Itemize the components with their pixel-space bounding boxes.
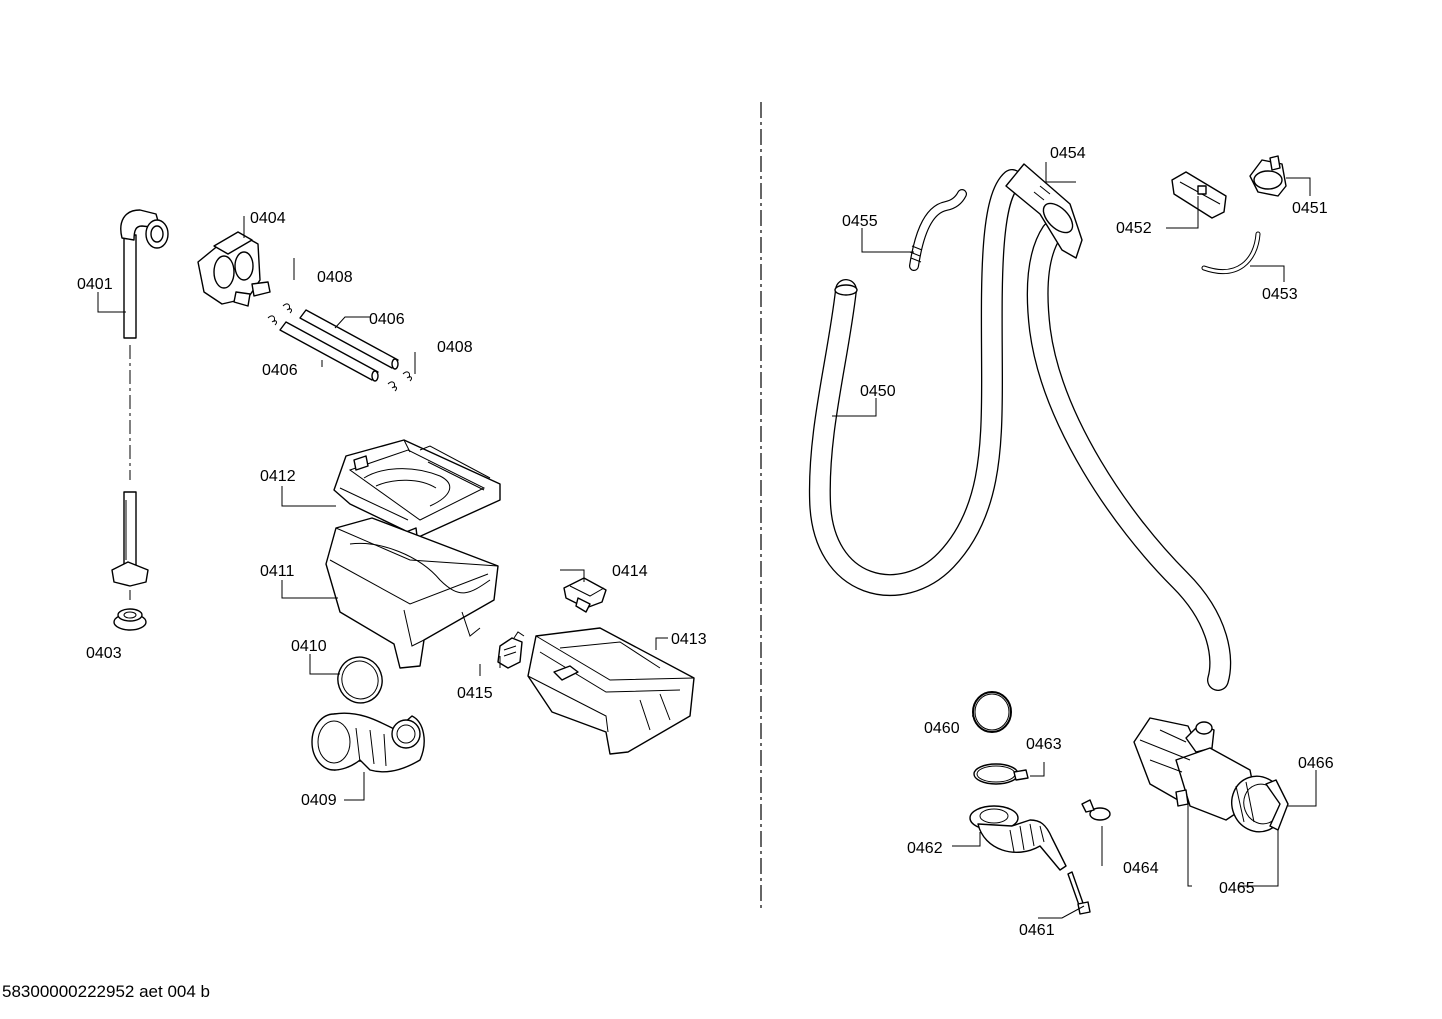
label-0463: 0463: [1026, 736, 1062, 753]
label-0462: 0462: [907, 840, 943, 857]
part-0454-hose[interactable]: [1005, 163, 1232, 691]
part-0411-dispenser-housing[interactable]: [325, 517, 499, 669]
label-0404: 0404: [250, 210, 286, 227]
label-0406-lower: 0406: [262, 362, 298, 379]
part-0403-filter[interactable]: [113, 608, 147, 631]
label-0455: 0455: [842, 213, 878, 230]
label-0465: 0465: [1219, 880, 1255, 897]
label-0408-upper: 0408: [317, 269, 353, 286]
label-0452: 0452: [1116, 220, 1152, 237]
part-0408-clamps-lower[interactable]: [387, 371, 412, 392]
part-0462-sump-hose[interactable]: [969, 805, 1067, 871]
part-0406-hose-upper[interactable]: [299, 309, 399, 370]
label-0411: 0411: [260, 563, 295, 580]
label-0412: 0412: [260, 468, 296, 485]
label-0409: 0409: [301, 792, 337, 809]
part-0466-pump-filter[interactable]: [1224, 769, 1292, 839]
label-0401: 0401: [77, 276, 113, 293]
part-0401-inlet-pipe[interactable]: [111, 209, 169, 587]
leader-lines: [97, 162, 1317, 919]
part-0453-tube[interactable]: [1201, 231, 1261, 275]
part-0452-bracket[interactable]: [1171, 171, 1227, 219]
label-0464: 0464: [1123, 860, 1159, 877]
part-0408-clamps-upper[interactable]: [267, 303, 292, 326]
label-0408-lower: 0408: [437, 339, 473, 356]
label-0454: 0454: [1050, 145, 1086, 162]
label-0466: 0466: [1298, 755, 1334, 772]
label-0413: 0413: [671, 631, 707, 648]
part-0410-seal-ring[interactable]: [331, 651, 388, 709]
part-0460-o-ring[interactable]: [972, 691, 1012, 733]
part-0455-hose[interactable]: [909, 189, 967, 271]
label-0451: 0451: [1292, 200, 1328, 217]
label-0460: 0460: [924, 720, 960, 737]
part-0404-inlet-valve[interactable]: [197, 231, 271, 307]
part-0409-bellows[interactable]: [311, 712, 425, 773]
part-0414-clip[interactable]: [563, 577, 607, 613]
part-0464-clip[interactable]: [1081, 799, 1111, 821]
part-0451-pressure-switch[interactable]: [1249, 155, 1287, 197]
part-0450-drain-hose[interactable]: [808, 169, 1023, 596]
part-0463-hose-clamp[interactable]: [973, 763, 1029, 785]
label-0453: 0453: [1262, 286, 1298, 303]
label-0414: 0414: [612, 563, 648, 580]
part-0413-detergent-drawer[interactable]: [527, 627, 695, 755]
document-code: 58300000222952 aet 004 b: [2, 982, 210, 1001]
label-0403: 0403: [86, 645, 122, 662]
label-0415: 0415: [457, 685, 493, 702]
label-0461: 0461: [1019, 922, 1055, 939]
part-0461-screw[interactable]: [1067, 871, 1091, 915]
label-0450: 0450: [860, 383, 896, 400]
label-0406-upper: 0406: [369, 311, 405, 328]
part-0406-hose-lower[interactable]: [279, 321, 379, 382]
label-0410: 0410: [291, 638, 327, 655]
part-0415-clip[interactable]: [497, 631, 525, 669]
